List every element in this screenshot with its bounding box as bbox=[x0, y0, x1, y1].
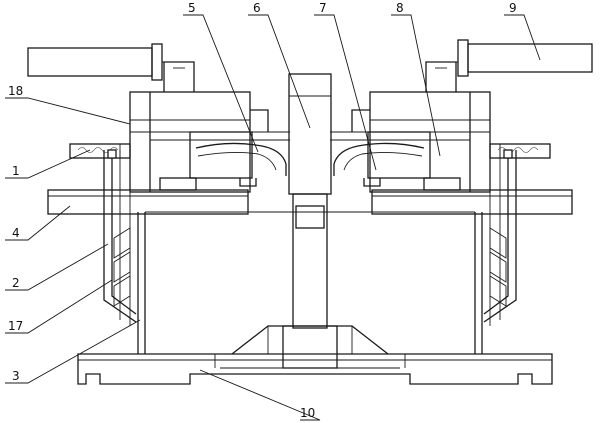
left-arm-plate bbox=[27, 43, 194, 81]
label-2: 2 bbox=[12, 276, 20, 290]
right-housing bbox=[330, 61, 491, 193]
right-cover-plate bbox=[489, 143, 551, 159]
label-5: 5 bbox=[188, 1, 196, 15]
left-cover-plate bbox=[69, 143, 131, 159]
support-flange bbox=[47, 189, 573, 215]
outer-cylinder bbox=[137, 211, 483, 354]
label-3: 3 bbox=[12, 369, 20, 383]
right-jacket bbox=[483, 150, 517, 326]
left-housing bbox=[129, 61, 290, 193]
label-6: 6 bbox=[253, 1, 261, 15]
label-7: 7 bbox=[319, 1, 327, 15]
label-17: 17 bbox=[8, 319, 23, 333]
label-8: 8 bbox=[396, 1, 404, 15]
base-plate bbox=[77, 353, 553, 385]
label-18: 18 bbox=[8, 84, 23, 98]
pedestal bbox=[214, 325, 406, 369]
label-4: 4 bbox=[12, 226, 20, 240]
right-arm-plate bbox=[426, 39, 593, 77]
left-impeller bbox=[189, 131, 287, 187]
part-labels: 18 1 4 2 17 3 5 6 7 8 9 10 bbox=[8, 1, 517, 420]
leader-lines bbox=[5, 14, 541, 421]
label-1: 1 bbox=[12, 164, 20, 178]
left-jacket bbox=[103, 150, 137, 326]
right-impeller bbox=[333, 131, 431, 187]
central-shaft bbox=[288, 73, 332, 329]
label-10: 10 bbox=[300, 406, 315, 420]
label-9: 9 bbox=[509, 1, 517, 15]
